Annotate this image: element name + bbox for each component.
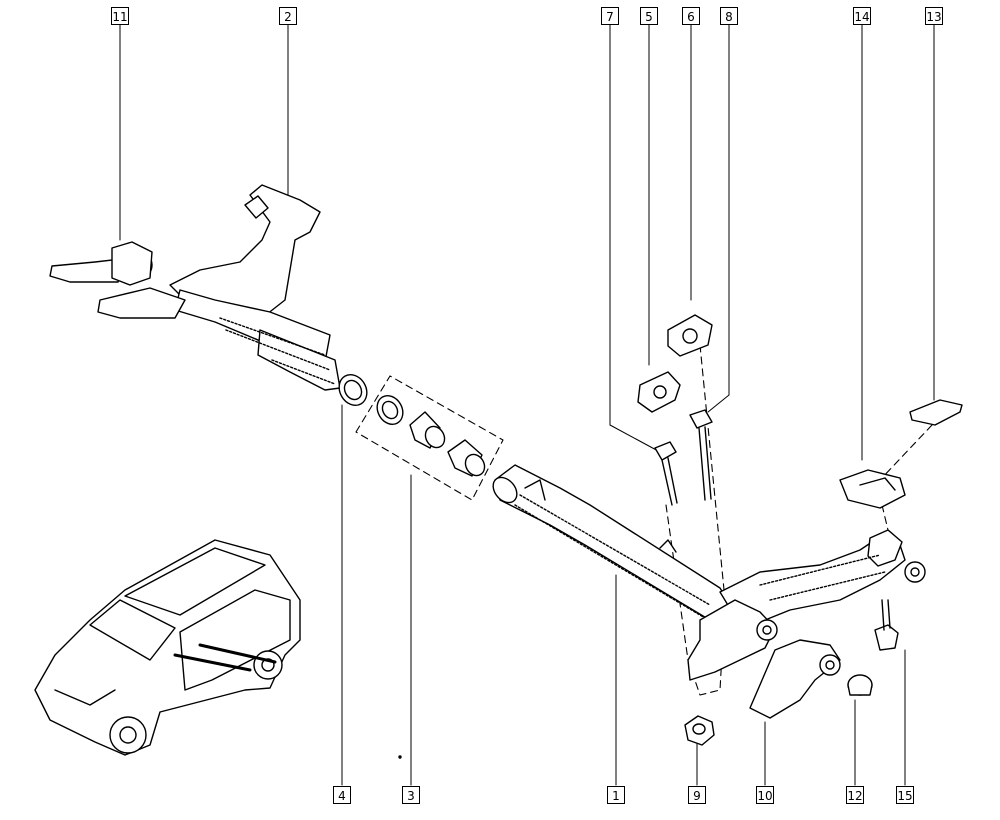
nut-part [684,715,715,746]
clip-part [909,399,963,426]
callout-3: 3 [402,786,420,804]
callout-10: 10 [756,786,774,804]
leader-lines [119,24,935,786]
right-axle-tube [492,464,736,626]
callout-11: 11 [111,7,129,25]
callout-4: 4 [333,786,351,804]
screw-part [874,599,899,651]
block-bracket-part [839,469,906,509]
callout-2: 2 [279,7,297,25]
callout-5: 5 [640,7,658,25]
callout-6: 6 [682,7,700,25]
callout-12: 12 [846,786,864,804]
right-trailing-arm-assembly [687,529,926,681]
stray-dot [398,755,402,759]
mounting-plates [637,314,713,413]
bolts [654,409,713,506]
bush-part [847,674,873,696]
callout-8: 8 [720,7,738,25]
callout-13: 13 [925,7,943,25]
vehicle-location-illustration [34,539,301,756]
left-trailing-arm-assembly [49,184,341,391]
callout-7: 7 [601,7,619,25]
bearing-kit-parts [376,394,486,477]
callout-9: 9 [688,786,706,804]
needle-bearing-part [338,373,368,407]
bracket-part [749,639,841,719]
callout-14: 14 [853,7,871,25]
callout-1: 1 [607,786,625,804]
callout-15: 15 [896,786,914,804]
